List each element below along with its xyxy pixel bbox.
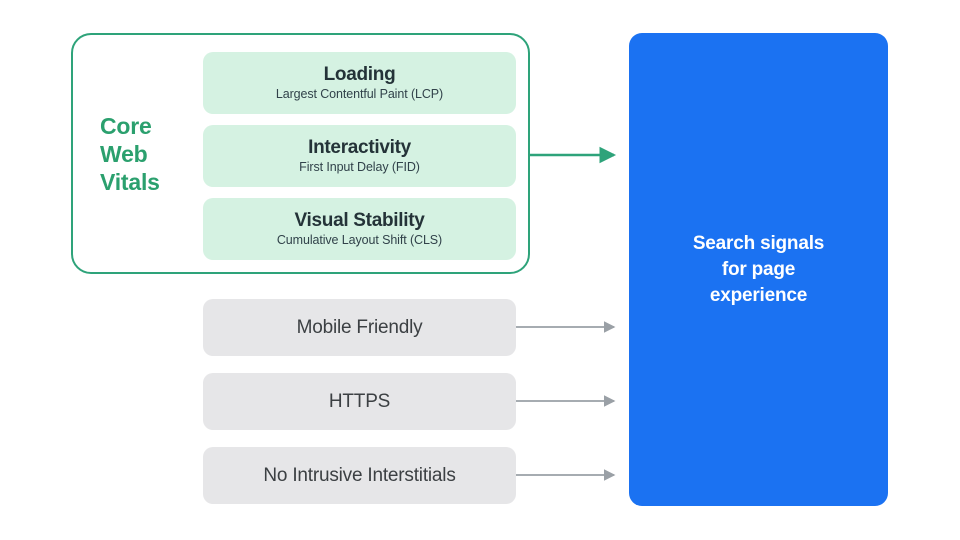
- vital-card-subtitle: First Input Delay (FID): [299, 160, 420, 174]
- vital-card-title: Interactivity: [308, 137, 411, 158]
- signal-pill-no-intrusive-interstitials[interactable]: No Intrusive Interstitials: [203, 447, 516, 504]
- vital-card-subtitle: Cumulative Layout Shift (CLS): [276, 233, 443, 247]
- core-web-vitals-label-line-1: Core: [100, 113, 152, 139]
- core-web-vitals-label: Core Web Vitals: [100, 112, 195, 196]
- vital-card-title: Loading: [323, 64, 396, 85]
- signal-pill-label: Mobile Friendly: [296, 316, 423, 338]
- core-web-vitals-label-line-2: Web: [100, 141, 148, 167]
- search-signals-text: Search signals for page experience: [692, 232, 825, 306]
- vital-card-title: Visual Stability: [294, 210, 425, 231]
- vital-card-visual-stability[interactable]: Visual Stability Cumulative Layout Shift…: [203, 198, 516, 260]
- signal-pill-label: HTTPS: [328, 390, 391, 412]
- signal-pill-mobile-friendly[interactable]: Mobile Friendly: [203, 299, 516, 356]
- core-web-vitals-label-line-3: Vitals: [100, 169, 160, 195]
- vital-card-loading[interactable]: Loading Largest Contentful Paint (LCP): [203, 52, 516, 114]
- search-signals-box[interactable]: Search signals for page experience: [629, 33, 888, 506]
- vital-card-subtitle: Largest Contentful Paint (LCP): [275, 87, 444, 101]
- signal-pill-label: No Intrusive Interstitials: [263, 464, 456, 486]
- vital-card-interactivity[interactable]: Interactivity First Input Delay (FID): [203, 125, 516, 187]
- signal-pill-https[interactable]: HTTPS: [203, 373, 516, 430]
